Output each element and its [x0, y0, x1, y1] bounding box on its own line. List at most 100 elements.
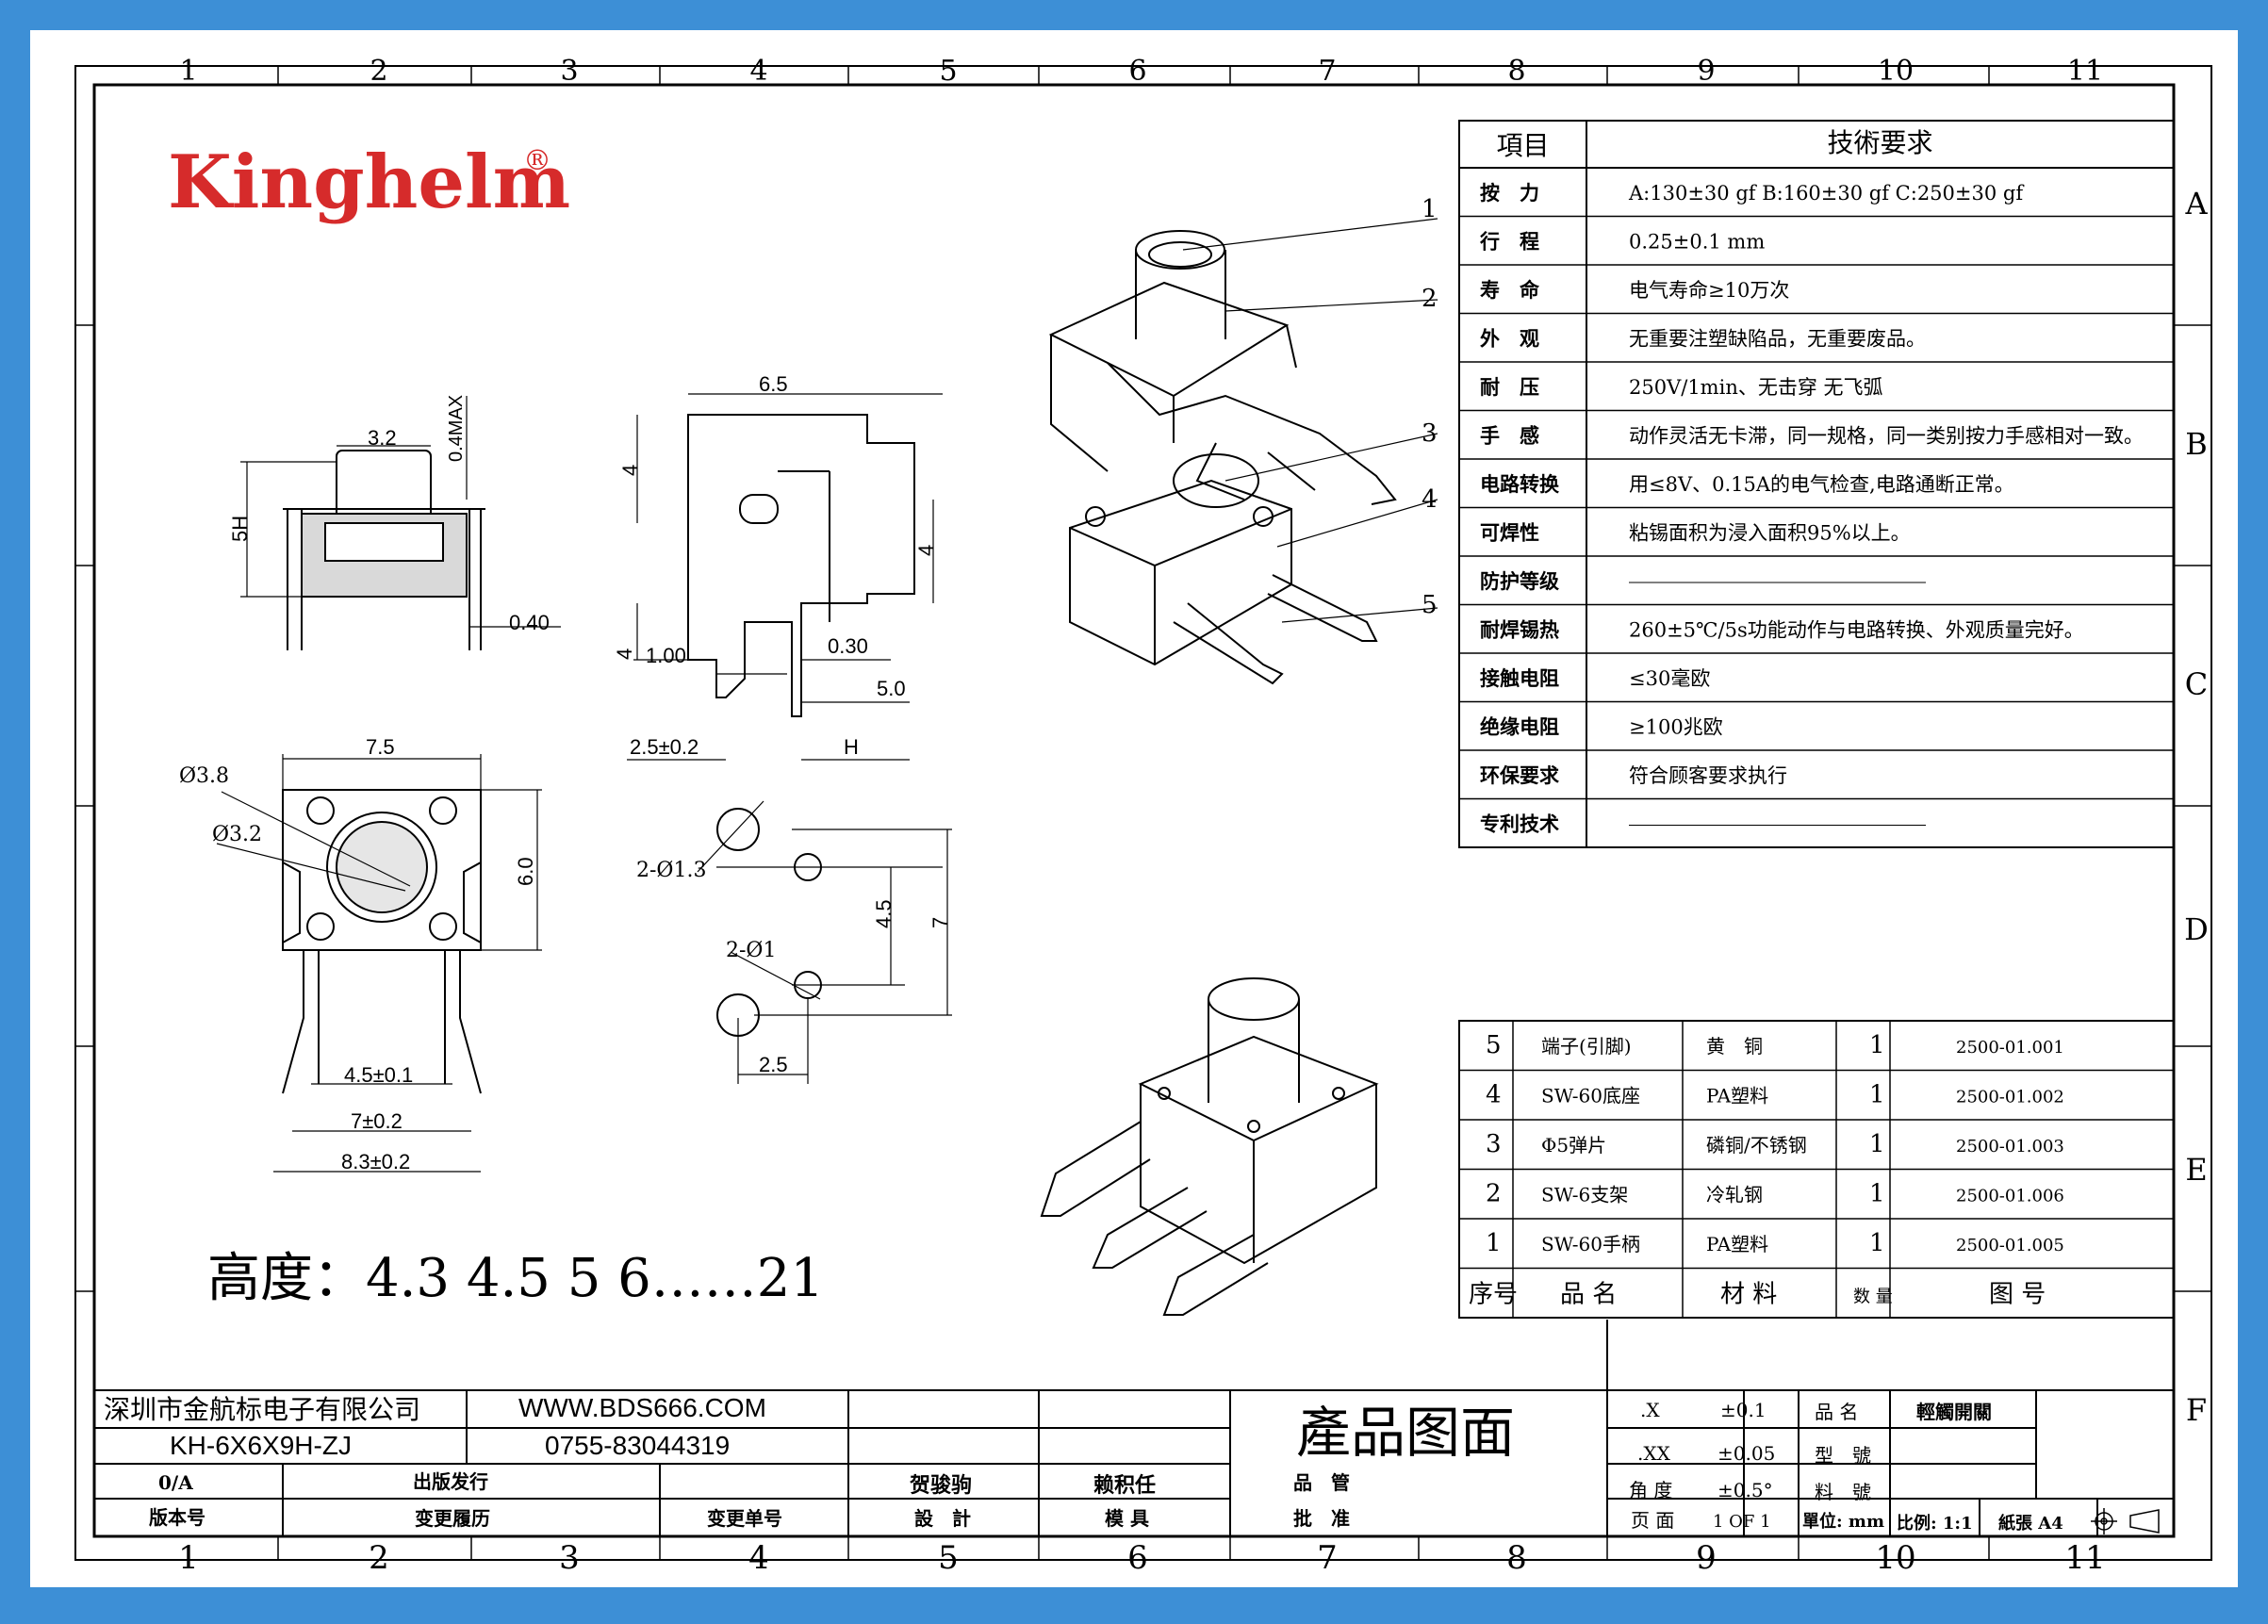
- approve-label: 批 准: [1293, 1507, 1350, 1530]
- bom-cell: 1: [1869, 1130, 1885, 1158]
- bom-cell: 黄 铜: [1706, 1035, 1763, 1058]
- version-label: 版本号: [149, 1506, 205, 1529]
- top-view: [216, 754, 542, 1173]
- balloon-1: 1: [1422, 195, 1438, 223]
- grid-col-bottom-8: 8: [1506, 1539, 1527, 1577]
- heights-note: 高度：4.3 4.5 5 6……21: [207, 1248, 824, 1309]
- grid-row-D: D: [2184, 911, 2209, 947]
- spec-row-value: ≤30毫欧: [1629, 667, 1710, 690]
- spec-row-value: 粘锡面积为浸入面积95%以上。: [1629, 522, 1911, 545]
- grid-col-bottom-5: 5: [938, 1539, 959, 1577]
- bom-cell: 2500-01.005: [1956, 1236, 2064, 1255]
- dim-profile-v1: 4: [618, 465, 642, 476]
- spec-row-label: 接触电阻: [1480, 666, 1559, 690]
- grid-row-A: A: [2184, 186, 2208, 221]
- grid-col-top-10: 10: [1878, 55, 1914, 88]
- balloon-4: 4: [1422, 485, 1438, 514]
- spec-row-label: 绝缘电阻: [1480, 715, 1559, 739]
- outer-frame: [74, 65, 2212, 1561]
- part-number: KH-6X6X9H-ZJ: [170, 1431, 352, 1460]
- grid-col-bottom-11: 11: [2064, 1539, 2105, 1577]
- tol-x-value: ±0.1: [1720, 1399, 1767, 1421]
- page-value: 1 OF 1: [1713, 1512, 1771, 1532]
- tol-xx-value: ±0.05: [1717, 1442, 1775, 1465]
- spec-header-requirement: 技術要求: [1827, 127, 1932, 158]
- bom-cell: 2500-01.006: [1956, 1187, 2064, 1206]
- side-view: [240, 396, 561, 650]
- bom-cell: 端子(引脚): [1541, 1035, 1632, 1058]
- product-name-label: 品 名: [1815, 1401, 1858, 1423]
- dim-top-d2: Ø3.2: [212, 823, 262, 846]
- dim-profile-top: 6.5: [759, 372, 788, 396]
- grid-col-bottom-2: 2: [369, 1539, 389, 1577]
- change-history-label: 变更履历: [415, 1507, 490, 1530]
- spec-row-label: 手 感: [1480, 424, 1539, 448]
- grid-col-top-8: 8: [1507, 55, 1525, 88]
- dim-top-width: 7.5: [366, 735, 395, 759]
- scale-label: 比例: 1:1: [1897, 1513, 1973, 1534]
- dim-profile-v2: 4: [914, 545, 938, 556]
- dim-profile-d4: 2.5±0.2: [630, 735, 698, 759]
- spec-row-value: 无重要注塑缺陷品，无重要废品。: [1629, 328, 1926, 351]
- dim-side-height: 5H: [228, 516, 252, 542]
- grid-col-top-3: 3: [560, 55, 578, 88]
- exploded-view: [1048, 218, 1438, 685]
- dim-top-p1: 4.5±0.1: [344, 1063, 413, 1087]
- grid-col-bottom-6: 6: [1127, 1539, 1148, 1577]
- spec-header-item: 項目: [1496, 130, 1549, 161]
- bom-cell: SW-6支架: [1541, 1184, 1628, 1206]
- spec-row-label: 寿 命: [1480, 278, 1540, 302]
- grid-col-bottom-1: 1: [178, 1539, 199, 1577]
- dim-profile-d2: 0.30: [828, 634, 868, 658]
- grid-row-F: F: [2186, 1392, 2207, 1428]
- spec-row-label: 专利技术: [1480, 812, 1559, 836]
- dim-top-p2: 7±0.2: [351, 1109, 403, 1133]
- grid-col-bottom-4: 4: [748, 1539, 769, 1577]
- bom-header-cell: 材 料: [1720, 1281, 1777, 1309]
- grid-col-bottom-7: 7: [1317, 1539, 1338, 1577]
- website: WWW.BDS666.COM: [518, 1393, 766, 1422]
- company-name: 深圳市金航标电子有限公司: [104, 1395, 420, 1424]
- brand-logo: Kinghelm: [168, 139, 570, 225]
- spec-row-value: ≥100兆欧: [1629, 716, 1723, 739]
- bom-cell: 3: [1486, 1130, 1502, 1158]
- bom-cell: 2500-01.001: [1956, 1038, 2064, 1058]
- bom-cell: Φ5弹片: [1541, 1134, 1606, 1156]
- balloon-5: 5: [1422, 591, 1438, 619]
- designer-name: 贺骏驹: [910, 1473, 972, 1498]
- dim-profile-d5: H: [844, 735, 859, 759]
- bom-cell: 1: [1869, 1229, 1885, 1257]
- dim-pcb-h2: 2-Ø1: [726, 939, 776, 962]
- spec-row-value: 动作灵活无卡滞，同一规格，同一类别按力手感相对一致。: [1629, 425, 2144, 448]
- version-value: 0/A: [158, 1471, 193, 1494]
- spec-row-label: 可焊性: [1480, 521, 1539, 545]
- spec-row-label: 耐 压: [1480, 375, 1539, 399]
- material-number-label: 料 號: [1815, 1481, 1871, 1503]
- grid-row-B: B: [2185, 426, 2208, 462]
- grid-marks: [75, 66, 2211, 1560]
- spec-row-label: 环保要求: [1480, 763, 1559, 787]
- unit-label: 單位: mm: [1802, 1511, 1884, 1532]
- spec-row-label: 耐焊锡热: [1480, 618, 1559, 642]
- bom-header-cell: 品 名: [1560, 1281, 1617, 1309]
- dim-top-p3: 8.3±0.2: [341, 1150, 410, 1173]
- balloon-2: 2: [1422, 285, 1438, 313]
- grid-col-bottom-10: 10: [1875, 1539, 1915, 1577]
- dim-profile-d3: 5.0: [877, 677, 906, 700]
- dim-profile-v3: 4: [613, 648, 636, 660]
- dim-side-width: 3.2: [368, 426, 397, 450]
- title-block: [94, 1320, 2174, 1536]
- assembled-view: [1040, 977, 1379, 1316]
- bom-header-cell: 数 量: [1853, 1288, 1893, 1307]
- spec-row-value: A:130±30 gf B:160±30 gf C:250±30 gf: [1628, 182, 2025, 205]
- drawing-title: 產品图面: [1296, 1401, 1515, 1465]
- spec-row-label: 电路转换: [1480, 472, 1560, 496]
- grid-col-bottom-3: 3: [559, 1539, 580, 1577]
- grid-col-top-2: 2: [370, 55, 387, 88]
- bom-cell: 1: [1869, 1180, 1885, 1208]
- model-label: 型 號: [1815, 1444, 1871, 1467]
